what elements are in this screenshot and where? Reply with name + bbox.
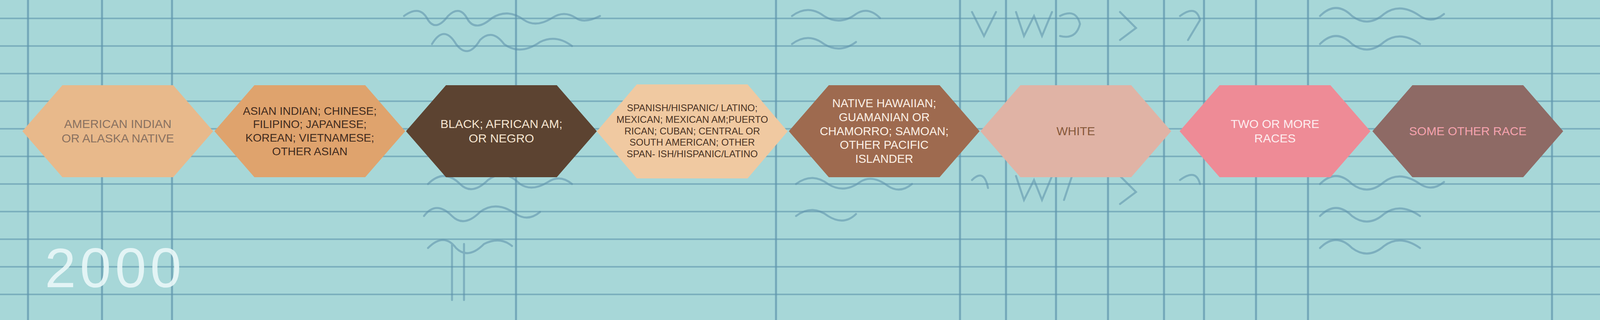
hexagon-outline	[980, 85, 1172, 178]
hexagon-outline	[214, 85, 406, 178]
hexagon-outline	[1179, 85, 1371, 178]
hexagon-shape	[406, 85, 597, 178]
race-category-hexagon: NATIVE HAWAIIAN; GUAMANIAN OR CHAMORRO; …	[788, 85, 980, 178]
category-label: SOME OTHER RACE	[1404, 124, 1532, 139]
category-label: WHITE	[1012, 124, 1140, 139]
race-category-hexagon: SPANISH/HISPANIC/ LATINO; MEXICAN; MEXIC…	[596, 84, 788, 179]
hexagon-outline	[22, 85, 214, 178]
hexagon-shape	[214, 85, 406, 178]
hexagon-shape	[22, 85, 214, 178]
hexagon-outline	[596, 84, 788, 179]
category-label: BLACK; AFRICAN AM; OR NEGRO	[437, 116, 566, 146]
race-category-hexagon: WHITE	[980, 85, 1172, 178]
category-label: TWO OR MORE RACES	[1211, 116, 1340, 146]
category-label: ASIAN INDIAN; CHINESE; FILIPINO; JAPANES…	[240, 104, 380, 158]
hexagon-outline	[406, 85, 597, 178]
race-category-hexagon: ASIAN INDIAN; CHINESE; FILIPINO; JAPANES…	[214, 85, 406, 178]
race-category-hexagon: BLACK; AFRICAN AM; OR NEGRO	[406, 85, 597, 178]
race-category-hexagon: AMERICAN INDIAN OR ALASKA NATIVE	[22, 85, 214, 178]
year-label: 2000	[44, 240, 186, 296]
race-category-hexagon: TWO OR MORE RACES	[1179, 85, 1371, 178]
hexagon-outline	[788, 85, 980, 178]
category-label: SPANISH/HISPANIC/ LATINO; MEXICAN; MEXIC…	[614, 102, 771, 160]
hexagon-shape	[1179, 85, 1371, 178]
category-label: NATIVE HAWAIIAN; GUAMANIAN OR CHAMORRO; …	[814, 96, 955, 166]
category-label: AMERICAN INDIAN OR ALASKA NATIVE	[56, 116, 180, 146]
hexagon-outline	[1372, 85, 1564, 178]
race-category-hexagon: SOME OTHER RACE	[1372, 85, 1564, 178]
